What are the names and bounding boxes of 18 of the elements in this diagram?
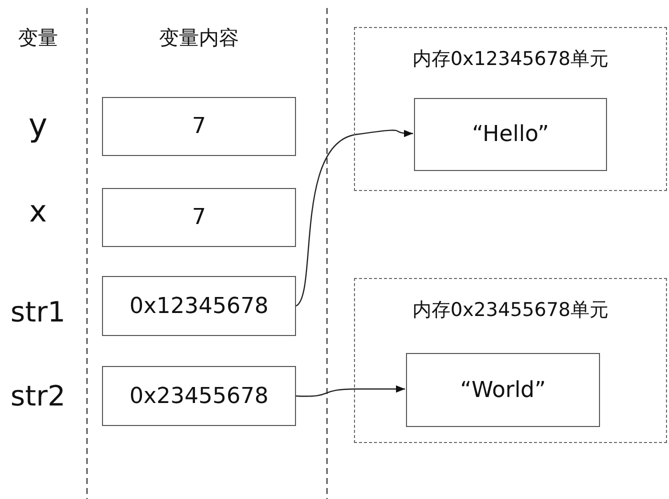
variable-name: str2 [10,380,66,412]
column-header: 变量内容 [159,24,239,52]
memory-region [354,27,667,191]
arrow [296,385,405,397]
variable-name: x [29,194,47,230]
value-box: “World” [406,353,600,427]
column-header: 变量 [18,24,58,52]
region-title: 内存0x12345678单元 [411,47,610,72]
variable-name: str1 [10,296,66,328]
value-box: 7 [102,97,296,156]
region-title: 内存0x23455678单元 [411,298,610,323]
variable-name: y [28,106,48,144]
memory-region [354,278,667,443]
value-box: 0x12345678 [102,276,296,336]
value-box: 0x23455678 [102,366,296,426]
value-box: “Hello” [414,98,607,171]
value-box: 7 [102,188,296,247]
arrow [296,130,414,306]
